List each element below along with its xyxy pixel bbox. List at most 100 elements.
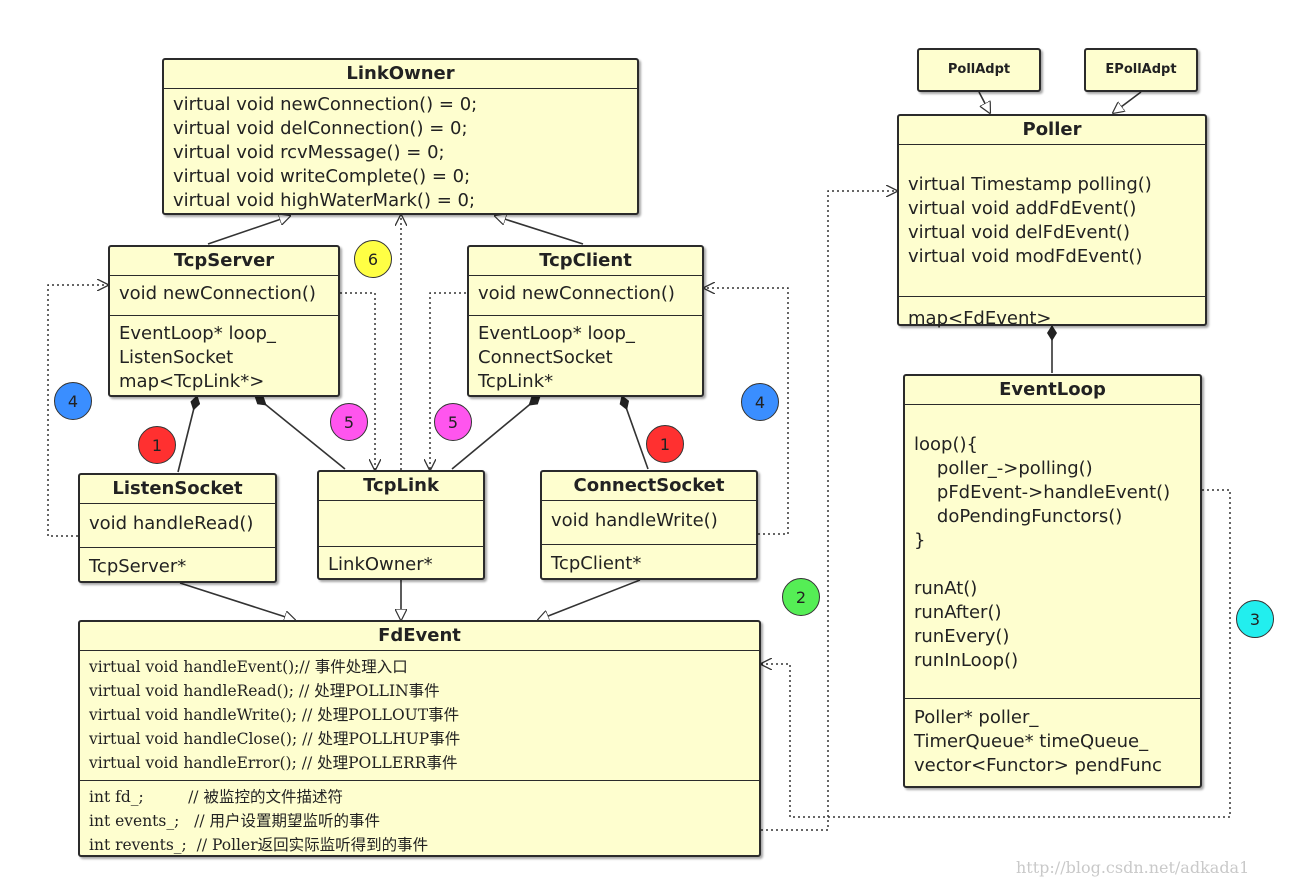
class-title: TcpLink xyxy=(319,472,483,501)
attribute: int fd_; // 被监控的文件描述符 xyxy=(89,788,343,806)
class-polladpt: PollAdpt xyxy=(917,48,1041,92)
operation: virtual void handleWrite(); // 处理POLLOUT… xyxy=(89,706,460,724)
attribute: int events_; // 用户设置期望监听的事件 xyxy=(89,812,380,830)
operation: virtual void handleError(); // 处理POLLERR… xyxy=(89,754,458,772)
attributes: Poller* poller_ TimerQueue* timeQueue_ v… xyxy=(905,699,1200,780)
connectsocket-composed-in-tcpclient xyxy=(619,395,649,470)
class-fdevent: FdEvent virtual void handleEvent();// 事件… xyxy=(78,620,761,857)
operations: virtual Timestamp polling() virtual void… xyxy=(899,145,1205,297)
class-title: PollAdpt xyxy=(947,62,1011,77)
class-title: TcpServer xyxy=(110,247,338,276)
class-title: EPollAdpt xyxy=(1105,62,1177,77)
operations xyxy=(319,501,483,547)
class-eventloop: EventLoop loop(){ poller_->polling() pFd… xyxy=(903,374,1202,788)
operation: virtual void rcvMessage() = 0; xyxy=(173,142,445,163)
operation xyxy=(914,553,1191,577)
operations: virtual void handleEvent();// 事件处理入口 vir… xyxy=(80,651,759,781)
operations: void newConnection() xyxy=(469,276,702,316)
operation: } xyxy=(914,530,926,551)
attribute: ListenSocket xyxy=(119,347,234,368)
operation: virtual void addFdEvent() xyxy=(908,198,1137,219)
operation: void handleRead() xyxy=(89,513,254,534)
attributes: TcpClient* xyxy=(542,545,756,578)
operation: poller_->polling() xyxy=(914,458,1093,479)
class-title: EventLoop xyxy=(905,376,1200,405)
class-connectsocket: ConnectSocket void handleWrite() TcpClie… xyxy=(540,470,758,580)
operation: virtual Timestamp polling() xyxy=(908,174,1152,195)
operation: void newConnection() xyxy=(478,283,675,304)
badge-4-left: 4 xyxy=(54,382,92,420)
attribute: TimerQueue* timeQueue_ xyxy=(914,731,1149,752)
attribute: vector<Functor> pendFunc xyxy=(914,755,1162,776)
attribute: TcpClient* xyxy=(551,553,642,574)
listensocket-composed-in-tcpserver xyxy=(177,395,201,473)
attributes: int fd_; // 被监控的文件描述符 int events_; // 用户… xyxy=(80,781,759,859)
operation: virtual void highWaterMark() = 0; xyxy=(173,190,476,211)
operations: loop(){ poller_->polling() pFdEvent->han… xyxy=(905,405,1200,699)
class-tcpserver: TcpServer void newConnection() EventLoop… xyxy=(108,245,340,397)
operation: virtual void handleEvent();// 事件处理入口 xyxy=(89,658,408,676)
class-epolladpt: EPollAdpt xyxy=(1084,48,1198,92)
class-title: LinkOwner xyxy=(164,60,637,89)
class-tcplink: TcpLink LinkOwner* xyxy=(317,470,485,580)
badge-5-right: 5 xyxy=(434,403,472,441)
operations: void handleWrite() xyxy=(542,501,756,545)
operation: virtual void delConnection() = 0; xyxy=(173,118,468,139)
watermark: http://blog.csdn.net/adkada1 xyxy=(1016,858,1250,877)
attribute: EventLoop* loop_ xyxy=(119,323,276,344)
operations: virtual void newConnection() = 0; virtua… xyxy=(164,89,637,215)
operation: runEvery() xyxy=(914,626,1010,647)
badge-1-left: 1 xyxy=(138,426,176,464)
attribute: TcpServer* xyxy=(89,556,187,577)
operation: virtual void newConnection() = 0; xyxy=(173,94,478,115)
class-title: ListenSocket xyxy=(80,475,275,504)
connectsocket-to-fdevent xyxy=(538,579,641,620)
class-linkowner: LinkOwner virtual void newConnection() =… xyxy=(162,58,639,215)
dep-3 xyxy=(761,489,1231,818)
operation: runAfter() xyxy=(914,602,1002,623)
class-title: Poller xyxy=(899,116,1205,145)
attribute: TcpLink* xyxy=(478,371,554,392)
attributes: EventLoop* loop_ ConnectSocket TcpLink* xyxy=(469,316,702,396)
tcpclient-to-linkowner xyxy=(495,216,584,245)
operation: void handleWrite() xyxy=(551,510,718,531)
operation: runAt() xyxy=(914,578,978,599)
tcplink-composed-in-tcpclient xyxy=(451,395,541,470)
attribute: Poller* poller_ xyxy=(914,707,1039,728)
operations: void newConnection() xyxy=(110,276,338,316)
class-listensocket: ListenSocket void handleRead() TcpServer… xyxy=(78,473,277,583)
attributes: TcpServer* xyxy=(80,548,275,581)
operation: void newConnection() xyxy=(119,283,316,304)
attribute: map<TcpLink*> xyxy=(119,371,265,392)
attribute: EventLoop* loop_ xyxy=(478,323,635,344)
operation: virtual void delFdEvent() xyxy=(908,222,1130,243)
attribute: map<FdEvent> xyxy=(908,308,1052,329)
dep-5-left xyxy=(340,292,375,470)
badge-2: 2 xyxy=(782,578,820,616)
dep-4-right xyxy=(704,288,789,535)
operation: runInLoop() xyxy=(914,650,1019,671)
badge-4-right: 4 xyxy=(741,383,779,421)
badge-3: 3 xyxy=(1236,600,1274,638)
operation: virtual void handleClose(); // 处理POLLHUP… xyxy=(89,730,461,748)
class-title: ConnectSocket xyxy=(542,472,756,501)
operation: doPendingFunctors() xyxy=(914,506,1123,527)
attributes: map<FdEvent> xyxy=(899,297,1205,333)
badge-6: 6 xyxy=(354,240,392,278)
operation: virtual void modFdEvent() xyxy=(908,246,1143,267)
attribute: LinkOwner* xyxy=(328,554,433,575)
dep-2 xyxy=(761,191,897,831)
badge-5-left: 5 xyxy=(330,403,368,441)
attributes: LinkOwner* xyxy=(319,547,483,579)
class-title: FdEvent xyxy=(80,622,759,651)
operation: virtual void writeComplete() = 0; xyxy=(173,166,471,187)
attribute: ConnectSocket xyxy=(478,347,613,368)
badge-1-right: 1 xyxy=(646,425,684,463)
class-poller: Poller virtual Timestamp polling() virtu… xyxy=(897,114,1207,329)
operations: void handleRead() xyxy=(80,504,275,548)
dep-5-right xyxy=(430,292,466,470)
operation: virtual void handleRead(); // 处理POLLIN事件 xyxy=(89,682,440,700)
polladpt-to-poller xyxy=(978,91,990,113)
tcpserver-to-linkowner xyxy=(207,216,290,245)
